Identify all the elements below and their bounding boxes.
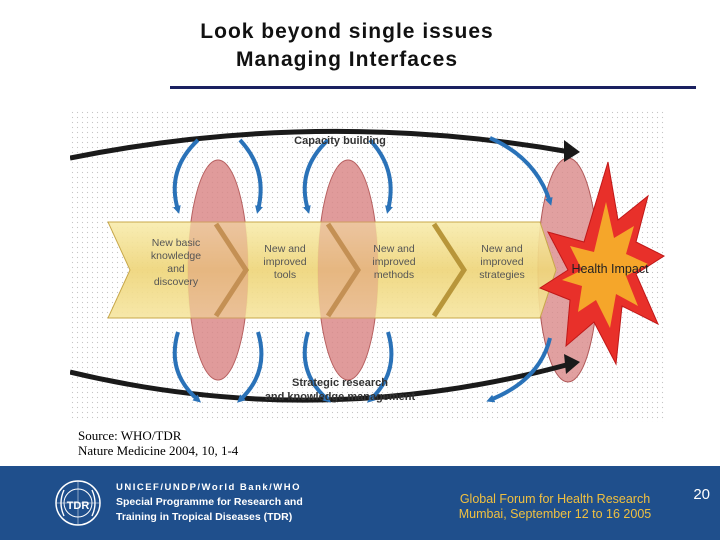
page-number: 20	[693, 486, 710, 503]
strategic-research-label-line2: and knowledge management	[265, 391, 416, 403]
slide-title-line2: Managing Interfaces	[235, 48, 459, 71]
stage-2-label: New and improved tools	[263, 243, 306, 281]
stage-3-line: improved	[372, 256, 415, 268]
stage-1-line: and	[167, 263, 185, 275]
chevron-3	[431, 222, 467, 318]
stage-4-line: New and	[481, 243, 523, 255]
interface-ellipse-2-overlay	[318, 160, 378, 380]
research-pipeline-diagram: Capacity building Strategic research and…	[70, 110, 666, 422]
curve-arrow-bottom-1	[172, 331, 202, 403]
curve-arrow-top-1	[172, 138, 200, 214]
org-line3: Training in Tropical Diseases (TDR)	[116, 511, 293, 523]
capacity-building-label: Capacity building	[294, 135, 386, 147]
stage-4-line: strategies	[479, 269, 525, 281]
stage-1-line: New basic	[152, 237, 200, 249]
source-line1: Source: WHO/TDR	[78, 428, 182, 443]
curve-arrow-top-4	[368, 138, 393, 214]
org-line1: UNICEF/UNDP/World Bank/WHO	[116, 482, 302, 493]
slide-title: Look beyond single issues Managing Inter…	[0, 18, 694, 74]
interface-ellipse-1-overlay	[188, 160, 248, 380]
source-line2: Nature Medicine 2004, 10, 1-4	[78, 443, 239, 458]
source-citation: Source: WHO/TDR Nature Medicine 2004, 10…	[78, 428, 238, 458]
tdr-logo: TDR	[55, 480, 101, 526]
curve-arrow-bottom-4	[367, 331, 394, 403]
curve-arrow-bottom-2	[237, 331, 264, 403]
stage-3-line: methods	[374, 269, 414, 281]
curve-arrow-top-2	[238, 138, 263, 214]
curve-arrow-bottom-3	[302, 331, 332, 403]
curve-arrow-top-3	[302, 138, 330, 214]
title-divider	[170, 86, 696, 89]
stage-1-line: discovery	[154, 276, 199, 288]
health-impact-label: Health Impact	[571, 262, 649, 276]
stage-4-label: New and improved strategies	[479, 243, 525, 281]
capacity-building-arrowhead	[564, 140, 580, 162]
slide-title-line1: Look beyond single issues	[200, 20, 494, 43]
forum-line2: Mumbai, September 12 to 16 2005	[458, 507, 652, 521]
stage-2-line: New and	[264, 243, 306, 255]
strategic-research-arrow	[70, 361, 571, 403]
chevron-2	[325, 222, 361, 318]
stage-1-line: knowledge	[151, 250, 201, 262]
stage-3-line: New and	[373, 243, 415, 255]
pipeline-arrow-band	[107, 221, 557, 319]
forum-line1: Global Forum for Health Research	[459, 492, 651, 506]
strategic-research-arrowhead	[564, 354, 580, 374]
org-line2: Special Programme for Research and	[116, 496, 303, 508]
strategic-research-label-line1: Strategic research	[292, 377, 388, 389]
curve-arrow-top-5	[489, 136, 553, 206]
stage-3-label: New and improved methods	[372, 243, 415, 281]
health-impact-core	[562, 202, 648, 328]
curve-arrow-bottom-5	[486, 337, 552, 403]
chevron-1	[213, 222, 249, 318]
stage-2-line: tools	[274, 269, 296, 281]
tdr-logo-text: TDR	[67, 500, 90, 512]
forum-info: Global Forum for Health Research Mumbai,…	[410, 492, 700, 522]
stage-2-line: improved	[263, 256, 306, 268]
stage-4-line: improved	[480, 256, 523, 268]
footer-bar: TDR UNICEF/UNDP/World Bank/WHO Special P…	[0, 466, 720, 540]
tdr-org-name: UNICEF/UNDP/World Bank/WHO Special Progr…	[116, 480, 303, 525]
stage-1-label: New basic knowledge and discovery	[151, 237, 201, 288]
